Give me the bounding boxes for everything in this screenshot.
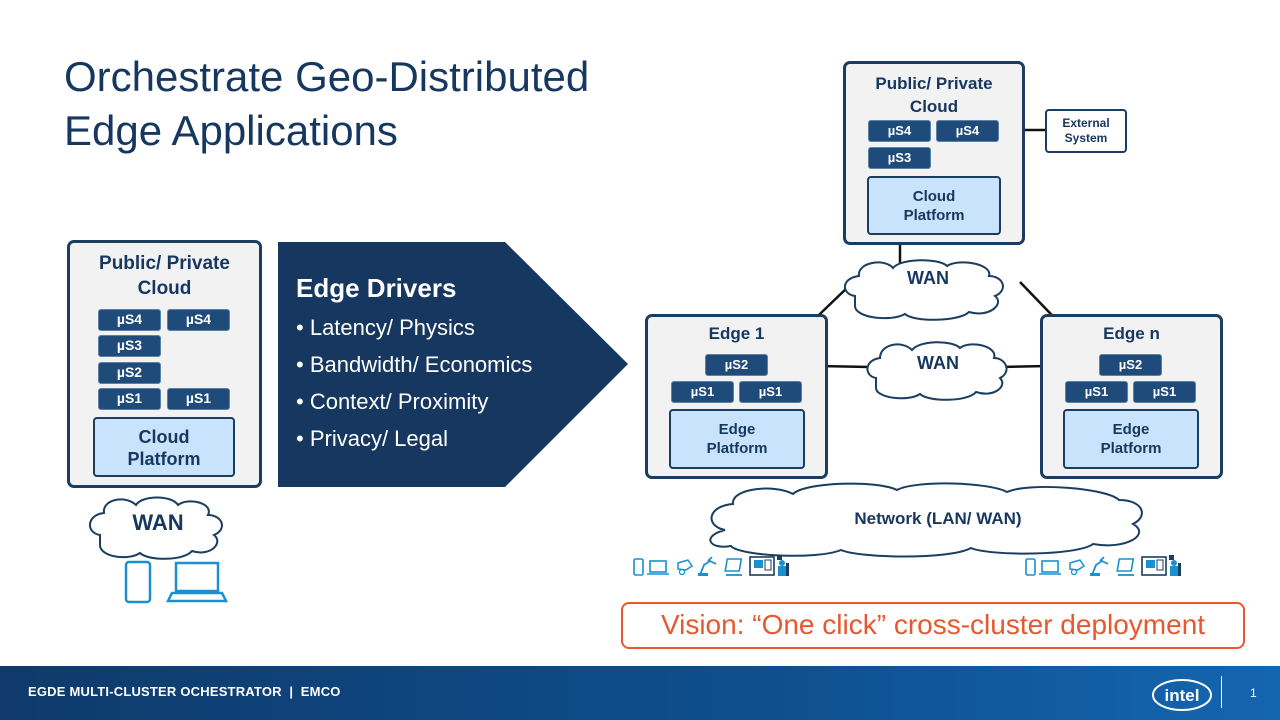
page-number: 1 bbox=[1250, 686, 1257, 700]
footer-title: EGDE MULTI-CLUSTER OCHESTRATOR | EMCO bbox=[28, 684, 341, 699]
page-title: Orchestrate Geo-Distributed Edge Applica… bbox=[64, 53, 590, 154]
edge-drivers-arrow bbox=[278, 242, 628, 487]
wan-label: WAN bbox=[907, 268, 949, 288]
service-box: µS4 bbox=[167, 309, 230, 331]
service-box: µS1 bbox=[167, 388, 230, 410]
phone-icon bbox=[124, 560, 152, 604]
service-box: µS1 bbox=[1133, 381, 1196, 403]
edge-platform: Edge Platform bbox=[669, 409, 805, 469]
vision-callout: Vision: “One click” cross-cluster deploy… bbox=[621, 602, 1245, 649]
service-box: µS4 bbox=[868, 120, 931, 142]
service-box: µS1 bbox=[671, 381, 734, 403]
cloud-platform: Cloud Platform bbox=[867, 176, 1001, 235]
driver-item: • Latency/ Physics bbox=[296, 315, 475, 340]
footer-bar bbox=[0, 666, 1280, 720]
external-system-box: External System bbox=[1045, 109, 1127, 153]
edge-platform: Edge Platform bbox=[1063, 409, 1199, 469]
intel-logo: intel bbox=[1152, 679, 1212, 711]
service-box: µS1 bbox=[739, 381, 802, 403]
edge-drivers-title: Edge Drivers bbox=[296, 273, 457, 303]
driver-item: • Privacy/ Legal bbox=[296, 426, 449, 451]
service-box: µS2 bbox=[1099, 354, 1162, 376]
service-box: µS4 bbox=[98, 309, 161, 331]
network-label: Network (LAN/ WAN) bbox=[854, 509, 1022, 528]
service-box: µS2 bbox=[705, 354, 768, 376]
edgen-title: Edge n bbox=[1103, 324, 1160, 343]
service-box: µS1 bbox=[1065, 381, 1128, 403]
cloud-platform: Cloud Platform bbox=[93, 417, 235, 477]
service-box: µS3 bbox=[868, 147, 931, 169]
service-box: µS3 bbox=[98, 335, 161, 357]
cloud-icon bbox=[89, 259, 1143, 560]
service-box: µS1 bbox=[98, 388, 161, 410]
wan-label: WAN bbox=[917, 353, 959, 373]
driver-item: • Bandwidth/ Economics bbox=[296, 352, 533, 377]
right-cloud-title: Public/ Private Cloud bbox=[875, 74, 993, 116]
left-cloud-title: Public/ Private Cloud bbox=[99, 253, 230, 299]
edge1-title: Edge 1 bbox=[708, 324, 765, 343]
driver-item: • Context/ Proximity bbox=[296, 389, 489, 414]
service-box: µS4 bbox=[936, 120, 999, 142]
service-box: µS2 bbox=[98, 362, 161, 384]
device-icons bbox=[1025, 554, 1182, 577]
laptop-icon bbox=[165, 561, 229, 603]
footer-divider bbox=[1221, 676, 1222, 708]
svg-text:intel: intel bbox=[1165, 686, 1200, 705]
device-icons bbox=[633, 554, 790, 577]
wan-label: WAN bbox=[132, 510, 184, 535]
